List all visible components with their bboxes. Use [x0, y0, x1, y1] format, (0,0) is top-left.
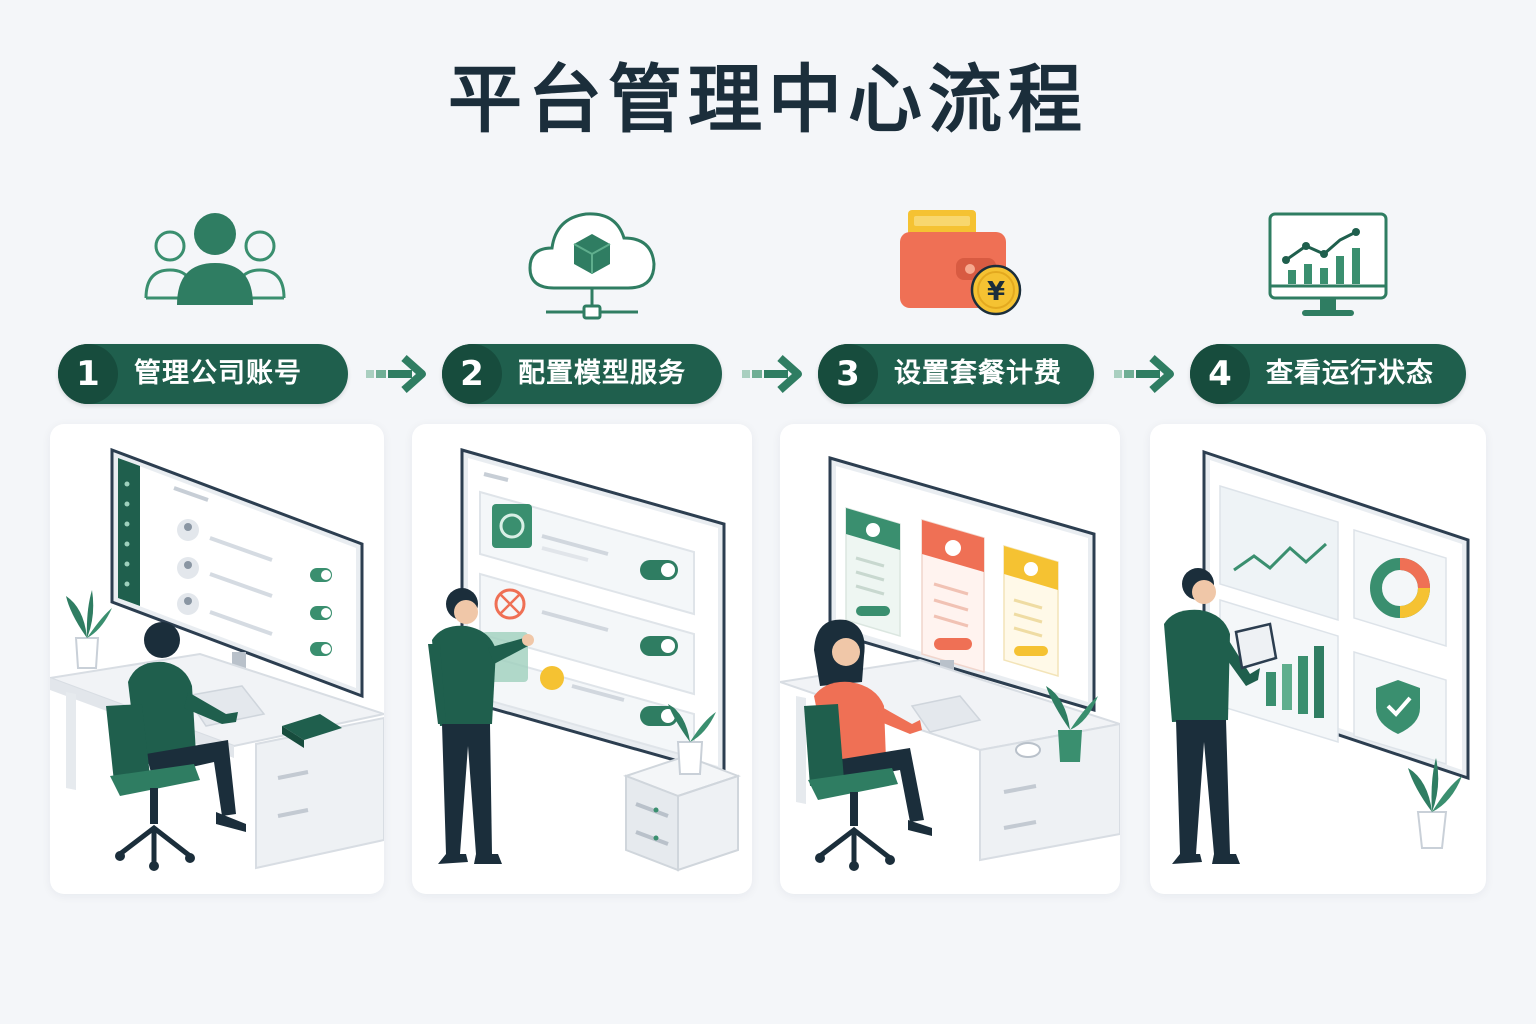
cloud-cube-icon [528, 212, 656, 320]
arrow-right-icon [1114, 355, 1174, 393]
coin-symbol: ¥ [987, 277, 1005, 307]
status-monitoring-illustration [1164, 449, 1470, 864]
step-1-pill[interactable]: 1 管理公司账号 [58, 344, 348, 404]
step-4-label: 查看运行状态 [1266, 358, 1434, 389]
page-title: 平台管理中心流程 [448, 57, 1088, 143]
step-2-label: 配置模型服务 [518, 358, 686, 389]
arrow-right-icon [366, 355, 426, 393]
step-2-illustration-card [412, 424, 752, 894]
step-2-number: 2 [442, 344, 502, 404]
wallet-yuan-icon: ¥ [900, 210, 1022, 316]
step-3-number: 3 [818, 344, 878, 404]
model-configuration-illustration [428, 448, 741, 872]
step-3-illustration-card [780, 424, 1120, 894]
step-4-number: 4 [1190, 344, 1250, 404]
step-4-illustration-card [1150, 424, 1486, 894]
billing-plans-illustration [780, 456, 1120, 871]
step-1-number: 1 [58, 344, 118, 404]
step-2-pill[interactable]: 2 配置模型服务 [442, 344, 722, 404]
monitor-chart-icon [1268, 212, 1388, 316]
step-3-label: 设置套餐计费 [894, 358, 1062, 389]
arrow-right-icon [742, 355, 802, 393]
users-icon [144, 213, 286, 305]
account-management-illustration [50, 447, 384, 871]
step-1-label: 管理公司账号 [134, 358, 302, 389]
step-1-illustration-card [50, 424, 384, 894]
step-3-pill[interactable]: 3 设置套餐计费 [818, 344, 1094, 404]
step-4-pill[interactable]: 4 查看运行状态 [1190, 344, 1466, 404]
